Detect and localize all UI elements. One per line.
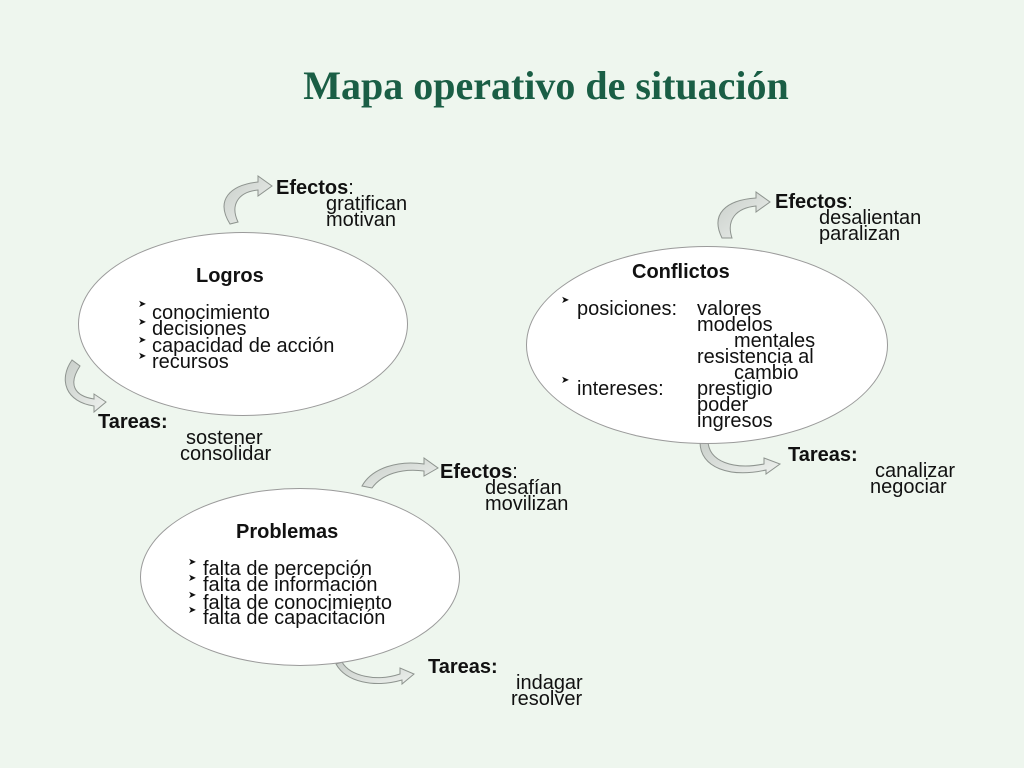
logros-item: recursos xyxy=(152,351,229,373)
problemas-efectos-label: Efectos: xyxy=(440,461,518,483)
conflictos-posicion: resistencia al xyxy=(697,346,814,368)
conflictos-efecto: paralizan xyxy=(819,223,901,245)
problemas-ellipse xyxy=(140,488,460,666)
bullet-arrow-icon: ➤ xyxy=(188,573,197,584)
bullet-arrow-icon: ➤ xyxy=(138,335,147,346)
logros-efecto: gratifican xyxy=(326,193,408,215)
logros-heading: Logros xyxy=(196,265,264,287)
efectos-colon: : xyxy=(847,191,853,213)
bullet-arrow-icon: ➤ xyxy=(561,375,570,386)
problemas-tareas-label: Tareas: xyxy=(428,656,498,678)
curved-arrow-icon xyxy=(717,191,771,239)
logros-efecto: motivan xyxy=(326,209,397,231)
conflictos-tarea: canalizar xyxy=(875,460,956,482)
curved-arrow-icon xyxy=(223,175,273,225)
logros-item: capacidad de acción xyxy=(152,335,335,357)
bullet-arrow-icon: ➤ xyxy=(138,317,147,328)
conflictos-posiciones-label: posiciones: xyxy=(577,298,678,320)
conflictos-efectos-label: Efectos: xyxy=(775,191,853,213)
bullet-arrow-icon: ➤ xyxy=(561,295,570,306)
efectos-label: Efectos xyxy=(775,191,848,213)
problemas-item: falta de percepción xyxy=(203,558,373,580)
conflictos-posicion: cambio xyxy=(734,362,799,384)
bullet-arrow-icon: ➤ xyxy=(138,299,147,310)
conflictos-posicion: modelos xyxy=(697,314,773,336)
logros-tarea: sostener xyxy=(186,427,263,449)
efectos-label: Efectos xyxy=(440,461,513,483)
conflictos-interes: poder xyxy=(697,394,749,416)
logros-ellipse xyxy=(78,232,408,416)
conflictos-tareas-label: Tareas: xyxy=(788,444,858,466)
efectos-colon: : xyxy=(348,177,354,199)
curved-arrow-icon xyxy=(64,359,107,414)
logros-tareas-label: Tareas: xyxy=(98,411,168,433)
problemas-item: falta de capacitación xyxy=(203,607,386,629)
logros-item: decisiones xyxy=(152,318,247,340)
problemas-tarea: indagar xyxy=(516,672,583,694)
conflictos-tarea: negociar xyxy=(870,476,947,498)
logros-item: conocimiento xyxy=(152,302,270,324)
curved-arrow-icon xyxy=(361,457,439,489)
efectos-label: Efectos xyxy=(276,177,349,199)
conflictos-posicion: valores xyxy=(697,298,762,320)
conflictos-interes: ingresos xyxy=(697,410,773,432)
conflictos-interes: prestigio xyxy=(697,378,773,400)
conflictos-ellipse xyxy=(526,246,888,444)
problemas-heading: Problemas xyxy=(236,521,339,543)
problemas-efecto: desafían xyxy=(485,477,562,499)
curved-arrow-icon xyxy=(699,439,782,475)
page-title: Mapa operativo de situación xyxy=(303,63,789,108)
logros-efectos-label: Efectos: xyxy=(276,177,354,199)
bullet-arrow-icon: ➤ xyxy=(188,590,197,601)
bullet-arrow-icon: ➤ xyxy=(188,605,197,616)
curved-arrow-icon xyxy=(335,661,415,686)
efectos-colon: : xyxy=(512,461,518,483)
problemas-item: falta de conocimiento xyxy=(203,592,393,614)
bullet-arrow-icon: ➤ xyxy=(138,351,147,362)
logros-tarea: consolidar xyxy=(180,443,272,465)
problemas-efecto: movilizan xyxy=(485,493,569,515)
conflictos-heading: Conflictos xyxy=(632,261,730,283)
conflictos-intereses-label: intereses: xyxy=(577,378,664,400)
bullet-arrow-icon: ➤ xyxy=(188,557,197,568)
problemas-tarea: resolver xyxy=(511,688,583,710)
problemas-item: falta de información xyxy=(203,574,378,596)
conflictos-posicion: mentales xyxy=(734,330,816,352)
conflictos-efecto: desalientan xyxy=(819,207,922,229)
